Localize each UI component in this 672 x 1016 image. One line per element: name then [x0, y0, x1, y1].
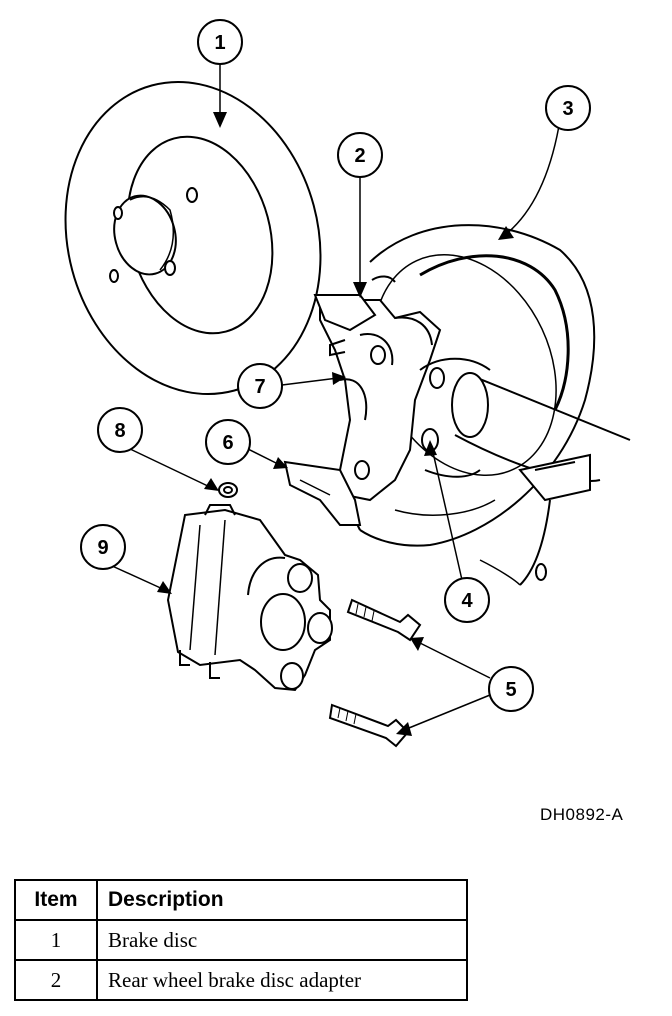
table-header-row: Item Description	[14, 879, 468, 921]
callout-7: 7	[237, 363, 283, 409]
callouts: 1 2 3 4 5 6 7 8	[80, 19, 591, 712]
callout-4: 4	[444, 577, 490, 623]
brake-disc	[64, 80, 322, 396]
brake-pad-outer	[313, 294, 377, 332]
brake-pad-inner	[283, 460, 362, 526]
callout-5: 5	[488, 666, 534, 712]
leader-lines	[109, 64, 561, 731]
table-row: 2 Rear wheel brake disc adapter	[14, 959, 468, 1001]
axle-tube	[451, 372, 631, 586]
table-cell-item: 1	[14, 919, 98, 961]
caliper-bolt-upper	[346, 598, 422, 642]
svg-text:3: 3	[562, 98, 573, 120]
svg-text:4: 4	[461, 590, 473, 612]
parts-table: Item Description 1 Brake disc 2 Rear whe…	[14, 879, 468, 1001]
callout-3: 3	[545, 85, 591, 131]
svg-text:2: 2	[354, 145, 365, 167]
table-cell-description: Brake disc	[96, 919, 468, 961]
table-row: 1 Brake disc	[14, 919, 468, 961]
svg-text:9: 9	[97, 537, 108, 559]
table-header-description: Description	[96, 879, 468, 921]
table-header-item: Item	[14, 879, 98, 921]
callout-2: 2	[337, 132, 383, 178]
table-cell-description: Rear wheel brake disc adapter	[96, 959, 468, 1001]
svg-text:8: 8	[114, 420, 125, 442]
callout-1: 1	[197, 19, 243, 65]
brake-caliper	[166, 504, 333, 692]
brake-disc-adapter	[319, 299, 491, 502]
svg-text:1: 1	[214, 32, 225, 54]
figure-id: DH0892-A	[540, 805, 624, 824]
arrowheads	[157, 112, 514, 736]
table-cell-item: 2	[14, 959, 98, 1001]
svg-text:5: 5	[505, 679, 516, 701]
caliper-bolt-lower	[328, 703, 410, 748]
callout-6: 6	[205, 419, 251, 465]
svg-text:7: 7	[254, 376, 265, 398]
callout-8: 8	[97, 407, 143, 453]
svg-text:6: 6	[222, 432, 233, 454]
caliper-pin-clip	[218, 482, 238, 498]
callout-9: 9	[80, 524, 126, 570]
brake-assembly-diagram: 1 2 3 4 5 6 7 8	[64, 19, 631, 748]
